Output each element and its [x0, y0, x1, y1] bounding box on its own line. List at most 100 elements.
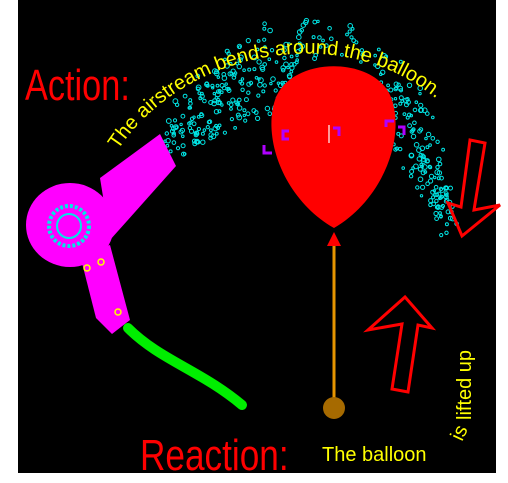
air-dot: [237, 57, 243, 63]
air-dot: [229, 107, 233, 111]
air-dot: [440, 203, 445, 209]
air-dot: [413, 142, 420, 148]
air-dot: [347, 23, 354, 29]
air-dot: [375, 63, 381, 70]
air-dot: [281, 68, 286, 73]
air-dot: [245, 38, 251, 44]
air-dot: [228, 61, 233, 66]
air-dot: [187, 121, 192, 126]
air-dot: [398, 146, 403, 152]
air-dot: [398, 95, 404, 101]
air-dot: [434, 216, 440, 222]
air-dot: [424, 136, 428, 141]
air-dot: [171, 140, 177, 145]
air-dot: [411, 166, 415, 170]
air-dot: [214, 70, 220, 77]
air-dot: [209, 128, 213, 133]
air-dot: [195, 73, 201, 79]
air-dot: [242, 108, 247, 113]
air-dot: [412, 107, 418, 113]
air-dot: [240, 87, 245, 93]
air-dot: [226, 51, 231, 56]
action-label: Action:: [25, 61, 130, 110]
air-dot: [345, 32, 349, 37]
air-dot: [219, 83, 225, 88]
air-dot: [289, 65, 295, 71]
air-dot: [281, 47, 287, 53]
air-dot: [373, 53, 378, 58]
air-dot: [312, 56, 318, 61]
air-dot: [283, 61, 289, 68]
air-dot: [217, 123, 222, 128]
air-dot: [246, 81, 252, 87]
air-dot: [407, 123, 413, 129]
air-dot: [251, 108, 257, 114]
air-dot: [246, 90, 251, 95]
air-dot: [243, 97, 249, 103]
air-dot: [208, 135, 213, 141]
air-dot: [198, 112, 205, 119]
air-dot: [264, 105, 271, 112]
air-dot: [311, 35, 316, 40]
air-dot: [431, 115, 435, 120]
air-dot: [351, 38, 357, 43]
air-dot: [425, 181, 430, 186]
air-dot: [200, 131, 205, 136]
air-dot: [401, 166, 406, 170]
air-dot: [274, 60, 279, 64]
air-dot: [420, 184, 426, 190]
air-dot: [237, 97, 242, 103]
air-dot: [420, 153, 425, 158]
air-dot: [229, 117, 234, 122]
air-dot: [418, 91, 422, 96]
air-dot: [206, 119, 212, 125]
air-dot: [427, 164, 432, 169]
air-dot: [418, 102, 424, 108]
air-dot: [443, 194, 449, 200]
air-dot: [216, 75, 221, 79]
reaction-caption-main: The balloon: [322, 444, 427, 466]
air-dot: [398, 133, 404, 139]
air-dot: [421, 164, 428, 170]
air-dot: [409, 169, 415, 174]
air-dot: [408, 174, 414, 179]
air-dot: [194, 130, 200, 136]
air-dot: [444, 222, 449, 227]
air-dot: [398, 59, 403, 64]
air-dot: [195, 86, 201, 92]
air-dot: [324, 43, 329, 48]
air-dot: [327, 26, 332, 31]
air-dot: [211, 100, 217, 107]
air-dot: [236, 63, 243, 70]
air-dot: [402, 112, 407, 116]
air-dot: [428, 143, 432, 147]
balloon-icon: [271, 66, 396, 246]
air-dot: [379, 72, 383, 76]
air-dot: [359, 60, 363, 64]
air-dot: [255, 47, 260, 52]
air-dot: [230, 97, 236, 103]
power-cord: [123, 323, 247, 410]
air-dot: [415, 185, 420, 190]
air-dot: [359, 48, 365, 53]
air-dot: [384, 54, 389, 59]
air-dot: [267, 57, 272, 62]
air-dot: [260, 66, 266, 72]
balloon-weight: [323, 397, 345, 419]
air-dot: [267, 27, 273, 34]
air-dot: [433, 184, 439, 190]
air-dot: [235, 112, 241, 118]
air-dot: [433, 210, 439, 217]
air-dot: [251, 54, 258, 61]
air-dot: [318, 45, 323, 49]
air-dot: [435, 165, 440, 170]
air-dot: [299, 43, 305, 49]
air-dot: [286, 73, 293, 79]
air-dot: [214, 131, 219, 136]
air-dot: [174, 102, 180, 108]
air-dot: [439, 214, 443, 219]
air-dot: [171, 131, 176, 136]
air-dot: [437, 161, 443, 167]
